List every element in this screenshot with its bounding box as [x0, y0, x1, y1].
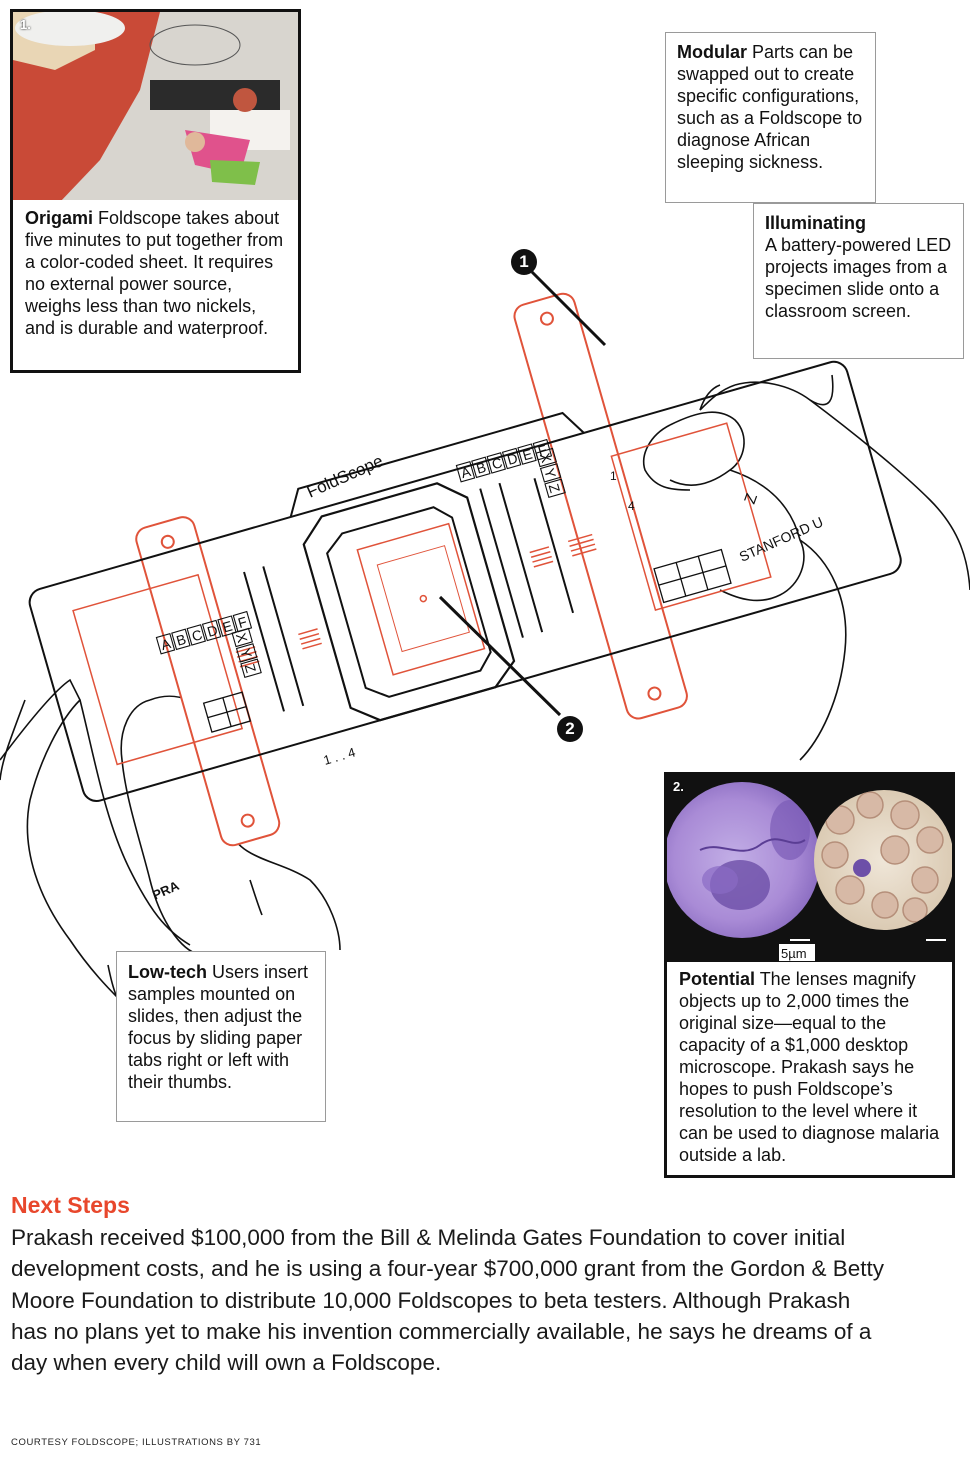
right-row-letter-d: D [505, 450, 519, 468]
right-row-letter-f: F [536, 441, 549, 459]
leader-lines [438, 270, 607, 717]
potential-body: The lenses magnify objects up to 2,000 t… [679, 969, 940, 1165]
micrograph-photo-frame [664, 772, 955, 966]
right-row-box-f [532, 438, 553, 461]
right-xyz-box-z [544, 478, 566, 499]
left-xyz-letter-z: Z [242, 662, 260, 675]
right-xyz-box-y [539, 463, 562, 483]
origami-body: Foldscope takes about five minutes to pu… [25, 208, 284, 338]
origami-photo [13, 10, 298, 202]
modular-body: Parts can be swapped out to create speci… [677, 42, 863, 172]
right-xyz-box-x [535, 447, 558, 468]
potential-title: Potential [679, 969, 756, 989]
scale-bar-label: 5µm [781, 946, 807, 961]
right-row-box-a [455, 460, 476, 483]
left-xyz-box-y [235, 643, 258, 663]
device-n1-label: 1 [610, 469, 617, 483]
modular-caption-box: Modular Parts can be swapped out to crea… [665, 32, 876, 203]
right-row-box-d [501, 447, 522, 470]
left-row-letter-d: D [205, 622, 219, 640]
illuminating-title: Illuminating [765, 213, 866, 233]
left-row-letter-e: E [221, 618, 234, 636]
potential-caption-box: Potential The lenses magnify objects up … [664, 962, 955, 1178]
device-pra-label: PRA [150, 878, 182, 903]
photo-number-2: 2. [673, 779, 684, 794]
right-row-box-b [471, 456, 491, 479]
device-z-label: Z [742, 491, 761, 506]
left-row-box-e [217, 615, 237, 637]
right-row-box-e [517, 443, 537, 465]
right-hand [643, 374, 970, 761]
left-xyz-box-x [231, 627, 254, 648]
right-slide-tab [513, 292, 688, 720]
illuminating-body: A battery-powered LED projects images fr… [765, 235, 952, 321]
left-row-letter-b: B [174, 631, 187, 649]
left-row-box-b [171, 628, 191, 651]
photo-number-1: 1. [20, 17, 31, 32]
illuminating-caption-box: Illuminating A battery-powered LED proje… [753, 203, 964, 359]
lowtech-title: Low-tech [128, 962, 207, 982]
next-steps-body: Prakash received $100,000 from the Bill … [11, 1225, 885, 1376]
left-row-box-a [155, 632, 176, 655]
next-steps-title: Next Steps [11, 1192, 130, 1218]
origami-caption-box: Origami Foldscope takes about five minut… [10, 200, 301, 373]
origami-title: Origami [25, 208, 94, 228]
device-range-label: 1 . . 4 [322, 744, 357, 767]
lowtech-caption-box: Low-tech Users insert samples mounted on… [116, 951, 326, 1122]
left-slide-tab [135, 516, 281, 847]
device-n4-label: 4 [628, 499, 635, 513]
device-stanford-label: STANFORD U [737, 514, 826, 565]
right-xyz-column: XYZ [535, 447, 566, 499]
callout-badge-1: 1 [511, 249, 537, 275]
lowtech-body: Users insert samples mounted on slides, … [128, 962, 309, 1092]
left-row-letter-f: F [236, 613, 249, 631]
credit-line: COURTESY FOLDSCOPE; ILLUSTRATIONS BY 731 [11, 1437, 262, 1448]
micrograph-photo: 5µm [664, 775, 954, 962]
foldscope-device [28, 292, 902, 847]
modular-title: Modular [677, 42, 747, 62]
right-row-letter-b: B [474, 459, 487, 477]
left-row-box-c [186, 624, 207, 646]
left-xyz-box-z [240, 658, 262, 679]
right-row-letter-c: C [490, 454, 504, 472]
origami-photo-frame [10, 9, 301, 206]
left-row-box-d [201, 619, 222, 642]
right-xyz-letter-z: Z [546, 482, 564, 495]
left-row-letter-c: C [190, 626, 204, 644]
right-row-box-c [486, 452, 507, 474]
right-row-letter-e: E [521, 446, 534, 464]
callout-badge-2: 2 [557, 716, 583, 742]
